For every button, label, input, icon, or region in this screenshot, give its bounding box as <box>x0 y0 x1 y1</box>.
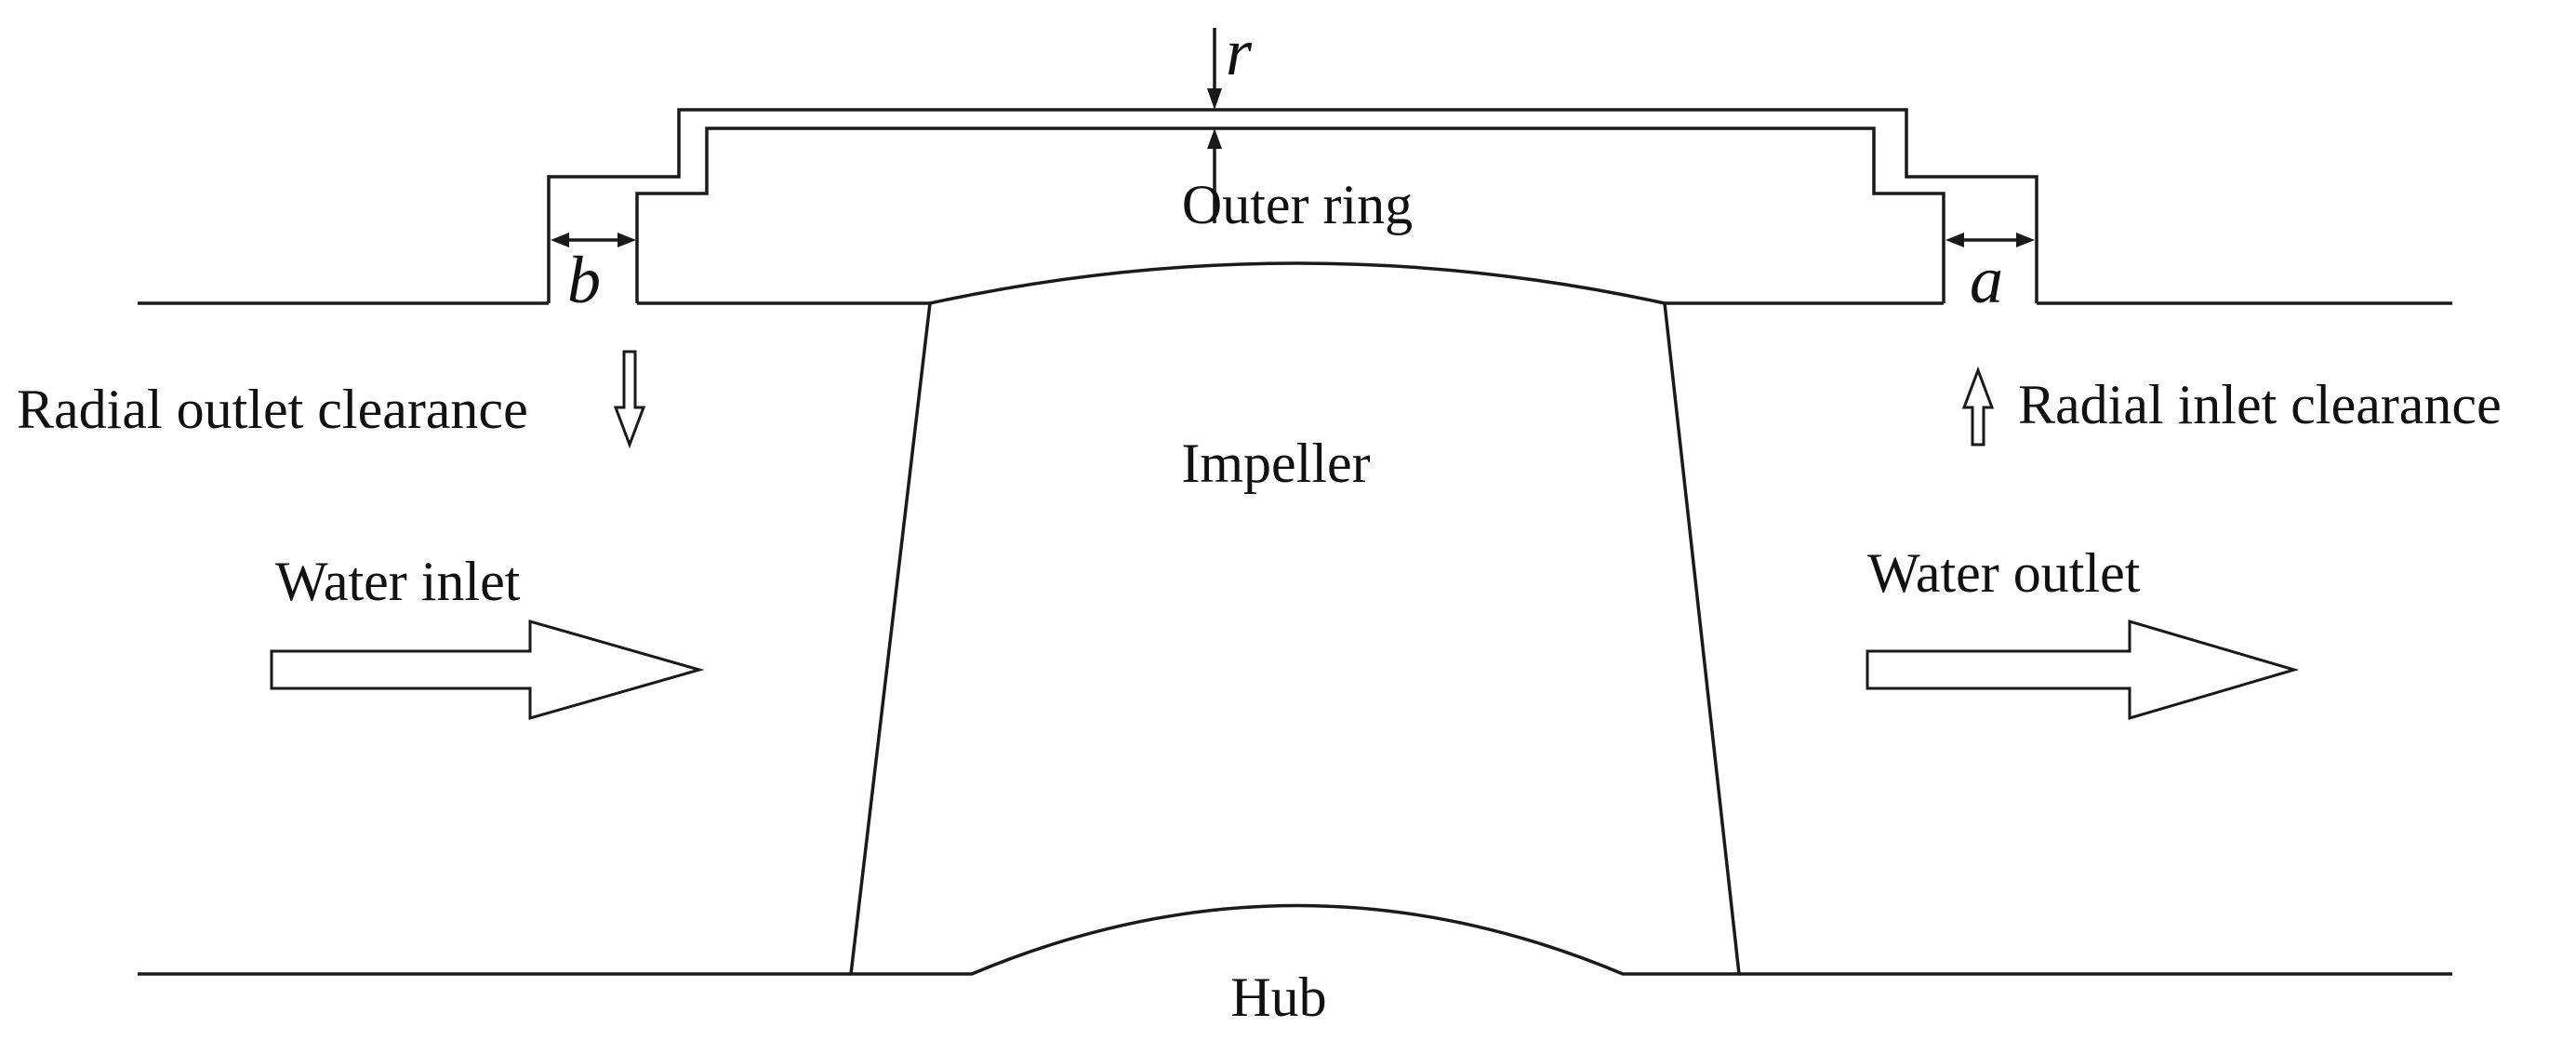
impeller-label: Impeller <box>1181 433 1370 494</box>
water-inlet-arrow <box>270 620 705 720</box>
water-outlet-label: Water outlet <box>1867 542 2141 604</box>
a-arrow-left <box>1945 233 1964 247</box>
b-arrow-left <box>551 233 569 247</box>
a-arrow-right <box>2016 233 2035 247</box>
water-outlet-arrow <box>1866 619 2300 721</box>
outer-casing <box>547 108 2038 303</box>
radial-outlet-arrow <box>613 350 646 449</box>
b-label: b <box>567 243 601 317</box>
radial-inlet-clearance-label: Radial inlet clearance <box>2018 374 2502 435</box>
b-arrow-right <box>617 233 636 247</box>
outer-ring-inner-outline <box>635 127 1945 303</box>
radial-inlet-arrow <box>1961 366 1995 447</box>
water-inlet-label: Water inlet <box>275 551 521 612</box>
outer-ring-label: Outer ring <box>1182 174 1413 235</box>
r-arrow-up <box>1207 128 1222 149</box>
impeller-outline <box>849 261 1741 976</box>
r-arrow-down <box>1207 88 1222 110</box>
r-label: r <box>1226 15 1253 89</box>
radial-outlet-clearance-label: Radial outlet clearance <box>17 379 528 440</box>
a-label: a <box>1970 243 2003 317</box>
hub-label: Hub <box>1230 967 1326 1028</box>
